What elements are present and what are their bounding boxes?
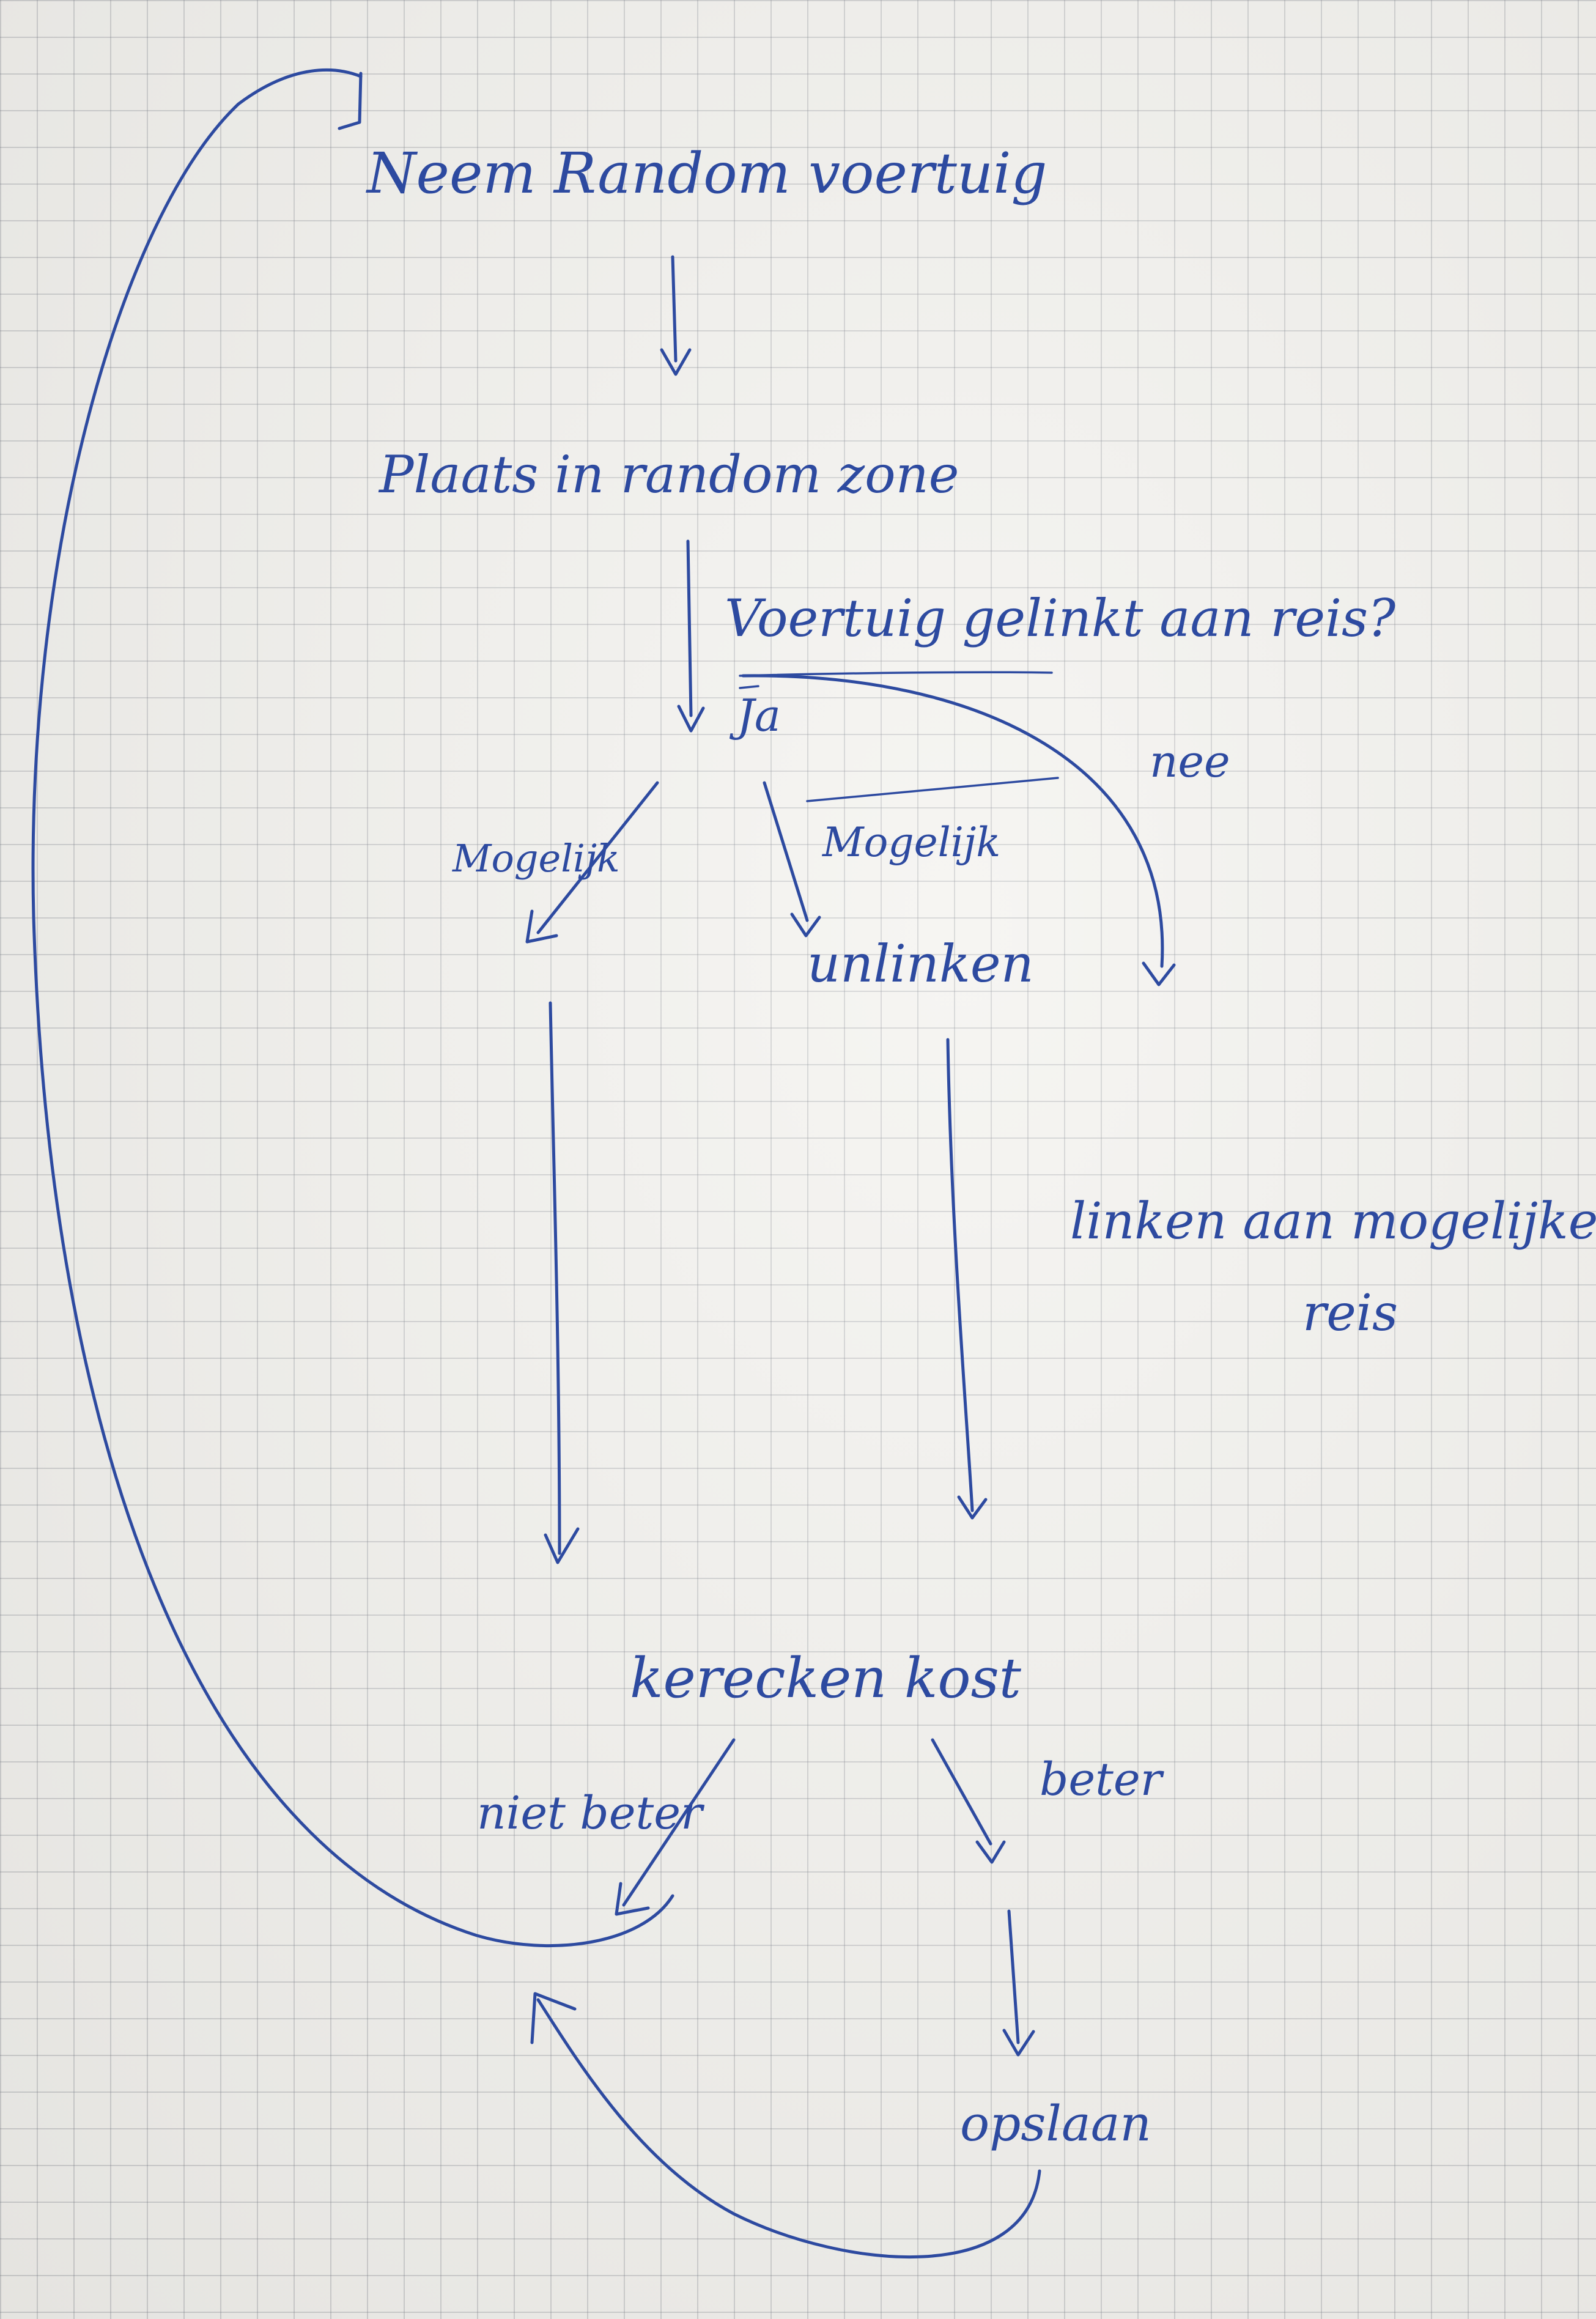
arrowhead-mogelijk-left: [525, 909, 558, 944]
node-unlink: unlinken: [807, 934, 1034, 994]
edge-label-link-line1: linken aan mogelijke: [1070, 1193, 1596, 1251]
arrow-to-save: [1007, 1909, 1020, 2044]
arrowhead-left-to-check: [544, 1527, 580, 1564]
arrow-place-to-ja: [686, 539, 693, 717]
arrowhead-to-save: [1002, 2029, 1035, 2057]
question-underline: [739, 671, 1053, 677]
arrowhead-unlink-to-check: [957, 1495, 988, 1520]
arrowhead-retry-loop: [338, 72, 363, 130]
node-save: opslaan: [960, 2095, 1151, 2152]
edge-label-mogelijk-right: Mogelijk: [822, 819, 1000, 866]
arrowhead-beter: [975, 1840, 1006, 1864]
arrow-unlink-to-check: [946, 1038, 974, 1512]
arrow-retry-loop: [31, 68, 674, 1948]
edge-label-mogelijk-left: Mogelijk: [452, 836, 620, 881]
arrow-nee-branch: [741, 674, 1164, 968]
arrow-save-loop: [536, 1998, 1041, 2258]
arrowhead-start-to-place: [660, 348, 692, 376]
node-place: Plaats in random zone: [378, 445, 959, 505]
question-label: Voertuig gelinkt aan reis?: [725, 588, 1396, 648]
edge-label-beter: beter: [1040, 1753, 1165, 1806]
node-start: Neem Random voertuig: [366, 141, 1047, 206]
edge-label-nee: nee: [1150, 736, 1230, 787]
arrowhead-nee-branch: [1142, 961, 1176, 986]
edge-label-ja: Ja: [729, 690, 781, 741]
node-check: kerecken kost: [630, 1646, 1022, 1711]
ja-overline: [739, 685, 759, 689]
arrow-beter: [931, 1738, 992, 1846]
edge-label-niet-beter: niet beter: [477, 1787, 705, 1840]
arrowhead-place-to-ja: [677, 705, 705, 733]
arrow-left-to-check: [549, 1001, 561, 1555]
arrow-to-unlink: [763, 781, 809, 922]
arrow-start-to-place: [671, 255, 678, 363]
arrow-niet-beter: [622, 1738, 736, 1907]
arrowhead-to-unlink: [790, 912, 821, 938]
edge-label-link-line2: reis: [1302, 1284, 1398, 1342]
arrowhead-save-loop: [530, 1992, 577, 2044]
mogelijk-overline: [806, 777, 1059, 802]
arrowhead-niet-beter: [615, 1882, 650, 1916]
arrow-mogelijk-left: [536, 781, 659, 934]
